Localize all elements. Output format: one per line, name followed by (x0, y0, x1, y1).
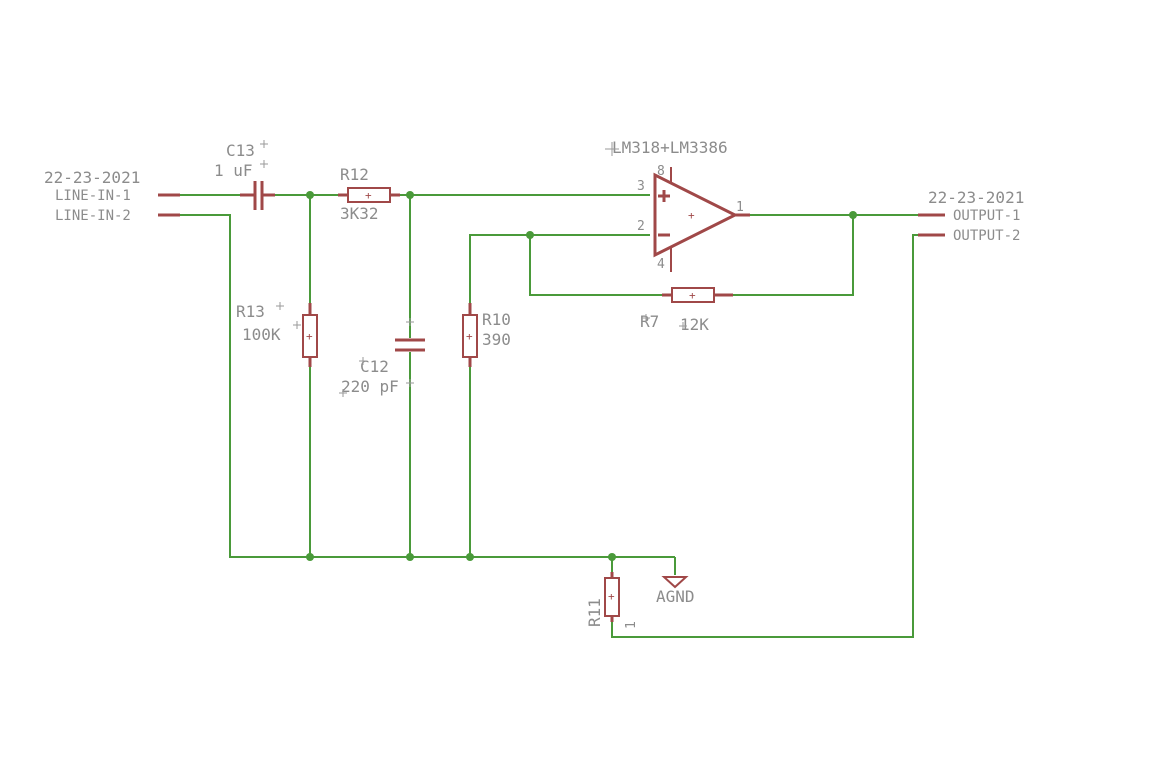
c12-name: C12 (360, 357, 389, 376)
opamp-pin-1: 1 (736, 200, 744, 215)
r7-name: R7 (640, 312, 659, 331)
wire-feedback-left (529, 235, 662, 296)
opamp-name: LM318+LM3386 (612, 138, 728, 157)
svg-text:+: + (608, 590, 615, 603)
r12-name: R12 (340, 165, 369, 184)
r7-value: 12K (680, 315, 709, 334)
capacitor-c12: C12 220 pF (339, 318, 425, 397)
wire-out2-r11 (611, 234, 918, 638)
output-2-label: OUTPUT-2 (953, 228, 1020, 244)
output-connector: 22-23-2021 OUTPUT-1 OUTPUT-2 (918, 188, 1024, 244)
wire-feedback-right (733, 215, 854, 296)
wire-opamp-minus-r10 (469, 234, 650, 303)
junction-c12 (406, 191, 414, 199)
opamp-pin-3: 3 (637, 179, 645, 194)
opamp-pin-8: 8 (657, 164, 665, 179)
output-date-label: 22-23-2021 (928, 188, 1024, 207)
ground-label: AGND (656, 587, 695, 606)
c12-value: 220 pF (341, 377, 399, 396)
junction-feedback (526, 231, 534, 239)
junction-gnd-r13 (306, 553, 314, 561)
resistor-r7: + R7 12K (640, 287, 733, 334)
r10-name: R10 (482, 310, 511, 329)
line-in-1-label: LINE-IN-1 (55, 188, 131, 204)
capacitor-c13: C13 1 uF (214, 140, 275, 210)
junctions (306, 191, 857, 561)
junction-r13 (306, 191, 314, 199)
r10-value: 390 (482, 330, 511, 349)
c13-value: 1 uF (214, 161, 253, 180)
junction-output (849, 211, 857, 219)
ground-icon (661, 576, 689, 589)
opamp-lm318: + LM318+LM3386 3 2 1 8 4 (605, 138, 750, 272)
resistor-r13: + R13 100K (236, 302, 318, 367)
ground-agnd: AGND (656, 576, 695, 606)
junction-gnd-r11 (608, 553, 616, 561)
opamp-pin-2: 2 (637, 219, 645, 234)
resistor-r11: + R11 1 (585, 572, 639, 629)
opamp-pin-4: 4 (657, 257, 665, 272)
resistor-r10: + R10 390 (462, 303, 511, 367)
input-date-label: 22-23-2021 (44, 168, 140, 187)
r11-pin-1: 1 (624, 621, 639, 629)
junction-gnd-r10 (466, 553, 474, 561)
svg-text:+: + (466, 330, 473, 343)
resistor-r12: + R12 3K32 (338, 165, 400, 223)
junction-gnd-c12 (406, 553, 414, 561)
output-1-label: OUTPUT-1 (953, 208, 1020, 224)
line-in-2-label: LINE-IN-2 (55, 208, 131, 224)
svg-text:+: + (365, 189, 372, 202)
svg-text:+: + (688, 209, 695, 222)
c13-name: C13 (226, 141, 255, 160)
r13-name: R13 (236, 302, 265, 321)
svg-text:+: + (306, 330, 313, 343)
opamp-triangle (653, 172, 739, 258)
wire-in2-ground (180, 214, 675, 558)
svg-text:+: + (689, 289, 696, 302)
r13-value: 100K (242, 325, 281, 344)
input-connector: 22-23-2021 LINE-IN-1 LINE-IN-2 (44, 168, 180, 224)
r11-name: R11 (585, 598, 604, 627)
wires (180, 194, 918, 638)
r12-value: 3K32 (340, 204, 379, 223)
